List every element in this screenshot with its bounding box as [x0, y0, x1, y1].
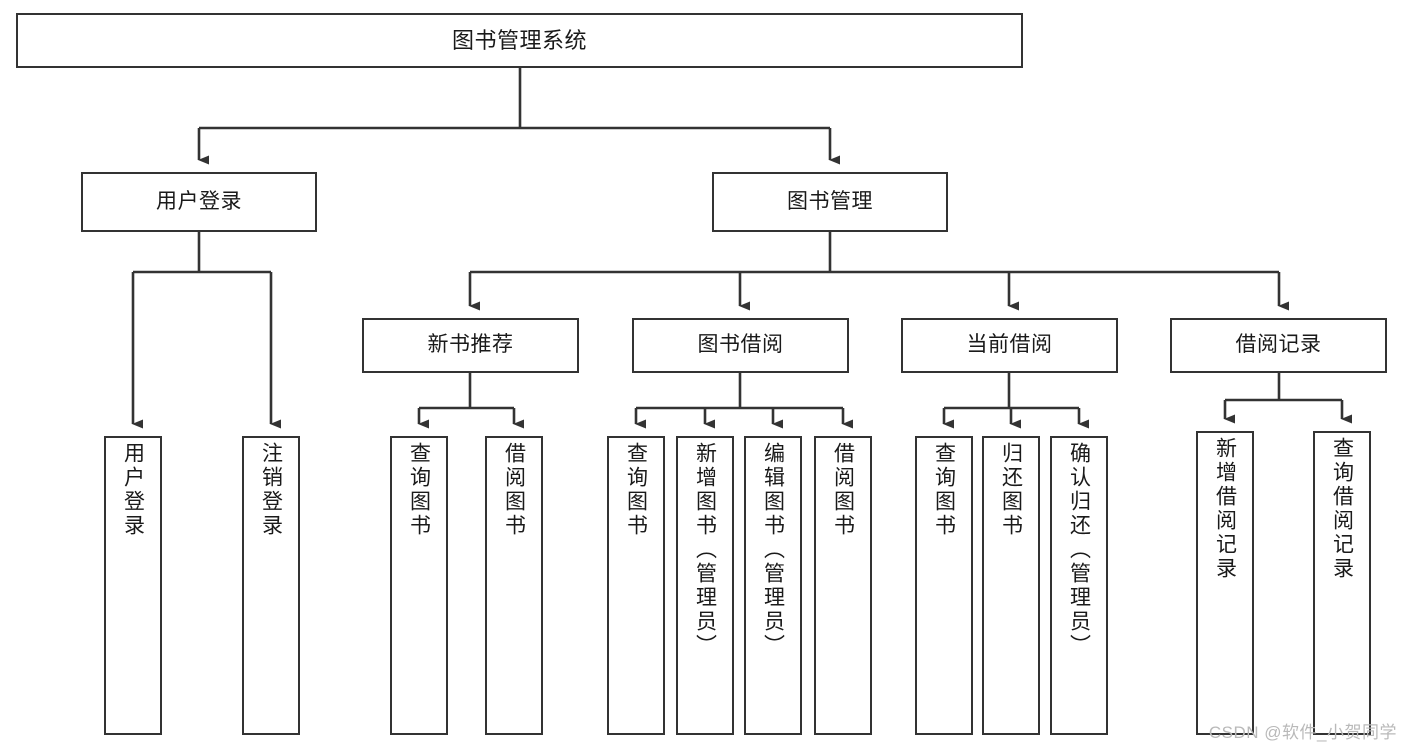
leaf-book-borrow-query-label: 查询图书 — [624, 442, 648, 538]
leaf-current-borrow-return-label: 归还图书 — [999, 442, 1023, 538]
leaf-new-books-borrow-label: 借阅图书 — [502, 442, 526, 538]
leaf-borrow-record-add-label: 新增借阅记录 — [1213, 437, 1237, 581]
node-book-management[interactable]: 图书管理 — [712, 172, 948, 232]
node-new-book-recommend-label: 新书推荐 — [427, 333, 514, 357]
leaf-book-borrow-lend[interactable]: 借阅图书 — [814, 436, 872, 735]
leaf-current-borrow-query[interactable]: 查询图书 — [915, 436, 973, 735]
leaf-book-borrow-edit-label: 编辑图书（管理员） — [761, 442, 785, 658]
node-borrow-record-label: 借阅记录 — [1235, 333, 1322, 357]
leaf-book-borrow-add-label: 新增图书（管理员） — [693, 442, 717, 658]
node-current-borrow[interactable]: 当前借阅 — [901, 318, 1118, 373]
node-root-label: 图书管理系统 — [451, 27, 587, 53]
leaf-book-borrow-lend-label: 借阅图书 — [831, 442, 855, 538]
leaf-book-borrow-add[interactable]: 新增图书（管理员） — [676, 436, 734, 735]
leaf-user-login-signout-label: 注销登录 — [259, 442, 283, 538]
leaf-current-borrow-return[interactable]: 归还图书 — [982, 436, 1040, 735]
leaf-borrow-record-add[interactable]: 新增借阅记录 — [1196, 431, 1254, 735]
leaf-current-borrow-confirm-return-label: 确认归还（管理员） — [1067, 442, 1091, 658]
leaf-user-login-signout[interactable]: 注销登录 — [242, 436, 300, 735]
leaf-new-books-query-label: 查询图书 — [407, 442, 431, 538]
leaf-borrow-record-query-label: 查询借阅记录 — [1330, 437, 1354, 581]
leaf-user-login-signin-label: 用户登录 — [121, 442, 145, 538]
node-user-login-label: 用户登录 — [156, 189, 242, 213]
watermark: CSDN @软件_小贺同学 — [1208, 723, 1397, 742]
leaf-current-borrow-confirm-return[interactable]: 确认归还（管理员） — [1050, 436, 1108, 735]
leaf-book-borrow-query[interactable]: 查询图书 — [607, 436, 665, 735]
leaf-user-login-signin[interactable]: 用户登录 — [104, 436, 162, 735]
node-user-login[interactable]: 用户登录 — [81, 172, 317, 232]
node-book-borrow-label: 图书借阅 — [697, 333, 784, 357]
leaf-new-books-query[interactable]: 查询图书 — [390, 436, 448, 735]
node-borrow-record[interactable]: 借阅记录 — [1170, 318, 1387, 373]
leaf-current-borrow-query-label: 查询图书 — [932, 442, 956, 538]
leaf-book-borrow-edit[interactable]: 编辑图书（管理员） — [744, 436, 802, 735]
node-new-book-recommend[interactable]: 新书推荐 — [362, 318, 579, 373]
leaf-borrow-record-query[interactable]: 查询借阅记录 — [1313, 431, 1371, 735]
node-root[interactable]: 图书管理系统 — [16, 13, 1023, 68]
node-book-management-label: 图书管理 — [787, 189, 873, 213]
node-book-borrow[interactable]: 图书借阅 — [632, 318, 849, 373]
leaf-new-books-borrow[interactable]: 借阅图书 — [485, 436, 543, 735]
node-current-borrow-label: 当前借阅 — [966, 333, 1053, 357]
